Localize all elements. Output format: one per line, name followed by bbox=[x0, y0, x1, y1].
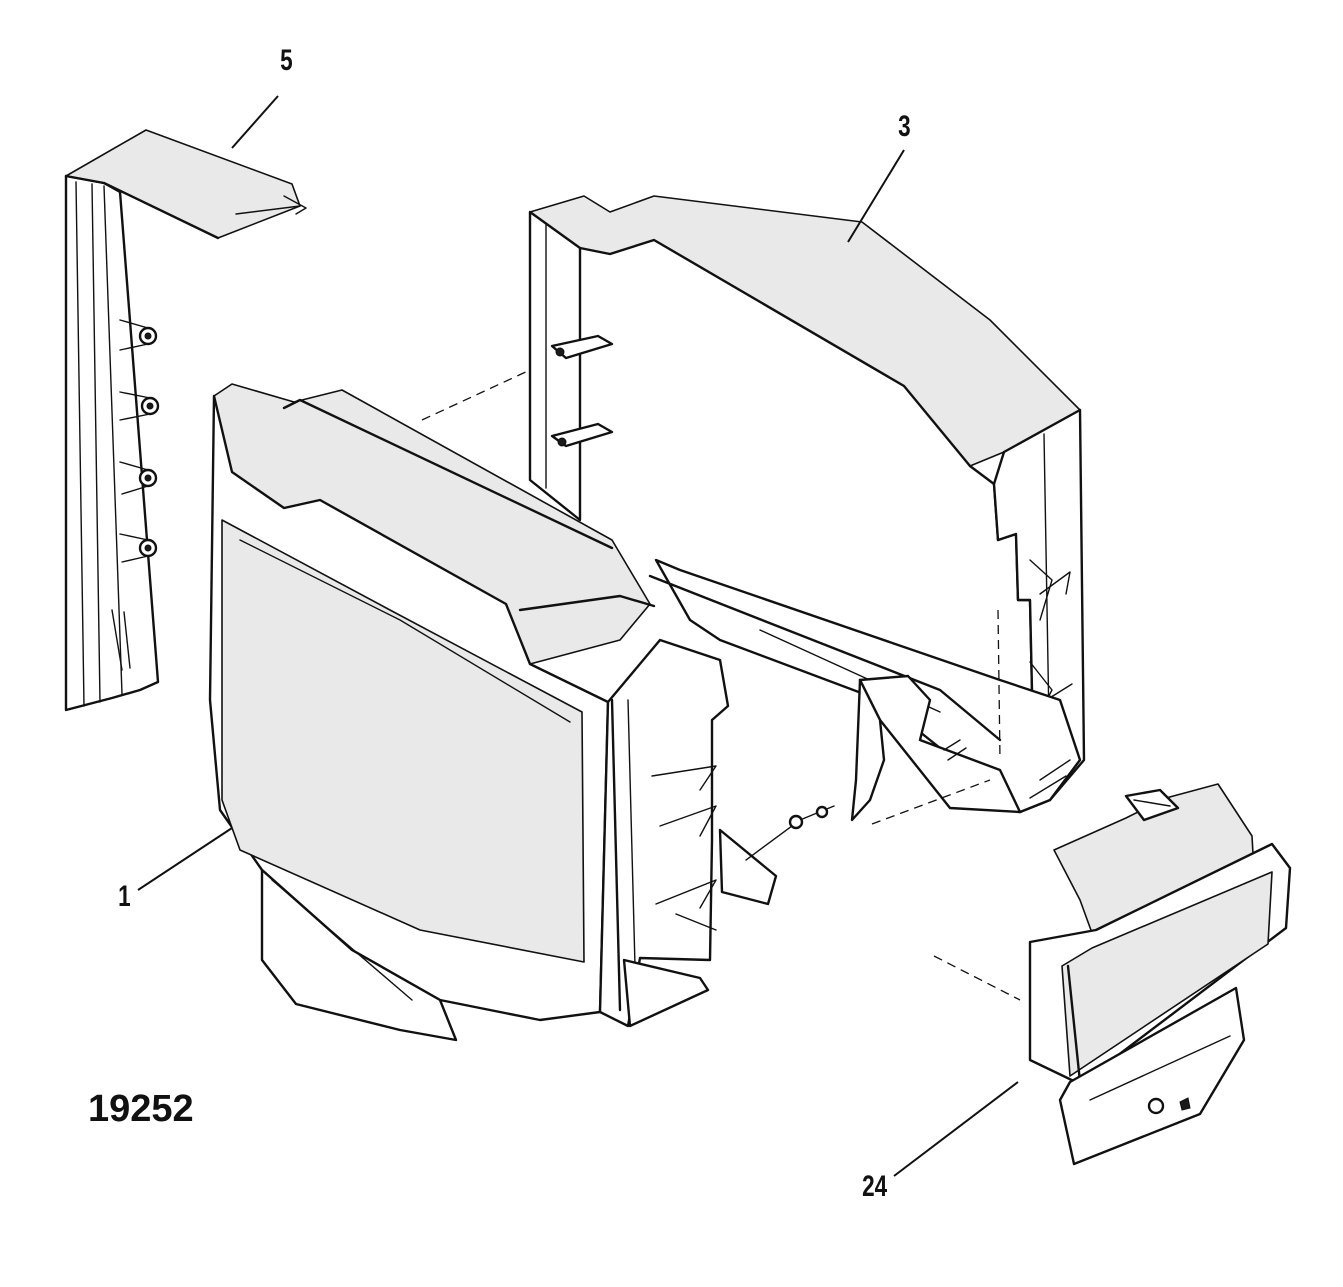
leader-1 bbox=[137, 827, 233, 891]
part-3-rear-cowl bbox=[528, 195, 1086, 822]
callout-5: 5 bbox=[280, 44, 293, 77]
callout-1: 1 bbox=[118, 880, 131, 913]
callout-24: 24 bbox=[862, 1170, 888, 1203]
leader-5 bbox=[231, 95, 279, 149]
leader-24 bbox=[893, 1081, 1019, 1177]
part-5-bosses bbox=[119, 319, 160, 563]
leader-lines bbox=[137, 95, 1019, 1177]
part-5-trim-strip bbox=[64, 129, 307, 712]
assembly-guide-lines bbox=[421, 369, 1021, 1001]
callout-3: 3 bbox=[898, 110, 911, 143]
part-24-rear-cover bbox=[1028, 783, 1292, 1166]
leader-3 bbox=[847, 149, 905, 243]
part-3-mount-tabs bbox=[550, 334, 614, 448]
figure-id: 19252 bbox=[88, 1088, 194, 1130]
part-1-front-cowl bbox=[208, 383, 835, 1042]
